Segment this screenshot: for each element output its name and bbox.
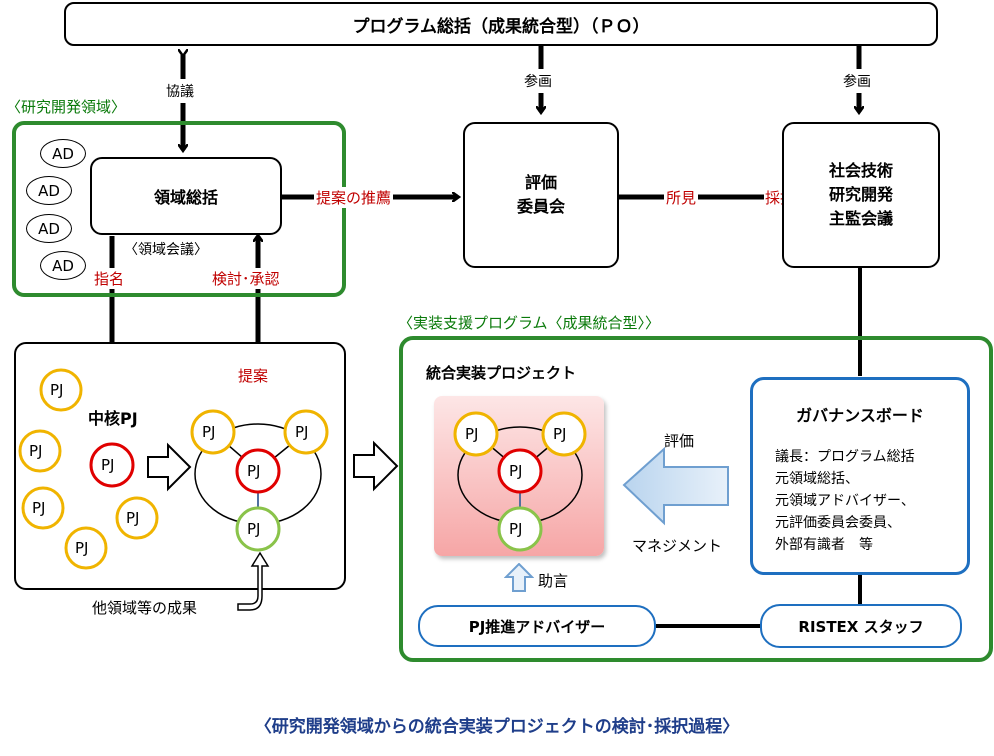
governance-member: 元領域アドバイザー、 [775, 493, 915, 509]
evaluation-committee-line2: 委員会 [516, 197, 565, 216]
shimei-label: 指名 [94, 268, 125, 289]
steering-committee-line3: 主監会議 [828, 209, 893, 228]
governance-board-box: ガバナンスボード 議長：プログラム総括 元領域総括、 元領域アドバイザー、 元評… [750, 377, 970, 575]
management-arrow [622, 447, 729, 526]
sankaku-label-2: 参画 [843, 69, 871, 93]
hollow-arrow-1 [147, 442, 192, 492]
area-leader-label: 領域総括 [153, 188, 218, 207]
pj-text: PJ [202, 423, 216, 441]
hollow-arrow-2 [353, 440, 399, 492]
steering-committee-line1: 社会技術 [828, 161, 893, 180]
integrated-project-title: 統合実装プロジェクト [426, 364, 577, 382]
other-results-arrow [237, 551, 270, 611]
pj-advisor-label: PJ推進アドバイザー [468, 617, 606, 636]
ad-badge: AD [26, 176, 72, 205]
core-pj-label: 中核PJ [88, 409, 138, 428]
kyogi-label: 協議 [166, 79, 194, 103]
pj-text: PJ [295, 423, 309, 441]
ristex-staff-label: RISTEX スタッフ [798, 617, 924, 636]
ad-badge: AD [40, 139, 86, 168]
research-area-heading: 〈研究開発領域〉 [6, 98, 127, 116]
governance-member: 元領域総括、 [775, 471, 859, 487]
steering-committee-box: 社会技術 研究開発 主監会議 [782, 122, 940, 268]
evaluation-committee-line1: 評価 [524, 173, 557, 192]
program-director-box: プログラム総括（成果統合型）（ＰＯ） [64, 2, 938, 46]
management-label: マネジメント [632, 537, 723, 555]
pj-text: PJ [553, 425, 567, 443]
jogen-label: 助言 [538, 572, 569, 590]
pj-circle [283, 409, 329, 455]
pj-text: PJ [75, 539, 89, 557]
shoken-label: 所見 [664, 187, 699, 208]
advice-up-arrow [504, 563, 534, 592]
ristex-staff-box: RISTEX スタッフ [760, 604, 962, 648]
sankaku-label-1: 参画 [524, 69, 552, 93]
pj-text: PJ [509, 520, 523, 538]
pj-text: PJ [29, 442, 43, 460]
teian-suisen-label: 提案の推薦 [314, 187, 394, 208]
kento-shonin-label: 検討･承認 [212, 268, 280, 289]
pj-advisor-box: PJ推進アドバイザー [418, 605, 656, 647]
core-pj-circle [89, 442, 135, 488]
governance-board-title: ガバナンスボード [796, 406, 924, 425]
other-results-label: 他領域等の成果 [92, 599, 198, 617]
implementation-program-heading: 〈実装支援プログラム〈成果統合型〉〉 [398, 314, 661, 332]
pj-text: PJ [247, 520, 261, 538]
pj-text: PJ [126, 509, 140, 527]
ad-badge: AD [26, 214, 72, 243]
pj-text: PJ [247, 462, 261, 480]
teian-label: 提案 [236, 365, 271, 386]
pj-circle [190, 409, 236, 455]
pj-text: PJ [465, 425, 479, 443]
evaluation-committee-box: 評価 委員会 [463, 122, 619, 268]
implementation-program-frame [399, 336, 993, 662]
research-area-frame [12, 121, 346, 297]
pj-circle [18, 368, 159, 570]
hyoka-arrow-label: 評価 [664, 432, 695, 450]
governance-member: 元評価委員会委員、 [775, 515, 901, 531]
governance-board-members: 議長：プログラム総括 元領域総括、 元領域アドバイザー、 元評価委員会委員、 外… [775, 446, 915, 556]
pj-text: PJ [50, 381, 64, 399]
integrated-network [453, 411, 587, 552]
program-director-label: プログラム総括（成果統合型）（ＰＯ） [352, 16, 650, 37]
governance-member: 議長：プログラム総括 [775, 449, 915, 465]
steering-committee-line2: 研究開発 [828, 185, 893, 204]
area-leader-box: 領域総括 [90, 157, 282, 235]
ad-badge: AD [40, 251, 86, 280]
pj-text: PJ [32, 499, 46, 517]
area-meeting-label: 〈領域会議〉 [124, 242, 208, 258]
pj-circle-green [235, 506, 281, 552]
pj-text: PJ [101, 456, 115, 474]
governance-member: 外部有識者 等 [775, 537, 873, 553]
pj-text: PJ [509, 462, 523, 480]
core-pj-circle [235, 448, 281, 494]
figure-caption: 〈研究開発領域からの統合実装プロジェクトの検討･採択過程〉 [254, 717, 740, 737]
